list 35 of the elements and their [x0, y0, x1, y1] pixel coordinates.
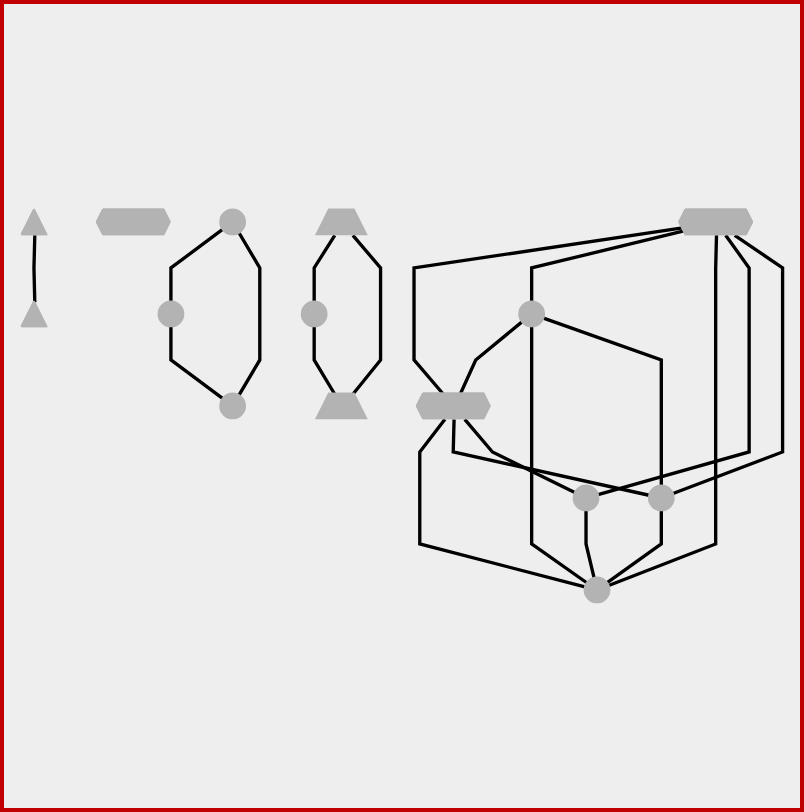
connector — [458, 320, 524, 395]
graph-node — [415, 392, 491, 420]
connector — [529, 326, 588, 585]
connector — [597, 234, 751, 497]
graph-node — [314, 392, 368, 420]
graph-node — [583, 576, 611, 604]
connector — [463, 418, 576, 494]
connector — [542, 316, 663, 486]
graph-node — [219, 392, 246, 420]
graph-node — [300, 300, 328, 328]
connector — [584, 510, 596, 579]
graph-node — [20, 300, 48, 328]
connector — [418, 418, 586, 589]
graph-node — [572, 484, 600, 512]
connector — [312, 326, 337, 396]
graph-node — [219, 208, 246, 236]
connector — [169, 228, 224, 302]
connector — [412, 226, 683, 396]
connector — [451, 419, 650, 497]
connector — [606, 510, 663, 585]
graph-node — [647, 484, 675, 512]
graph-node — [314, 208, 368, 236]
graph-node — [678, 208, 754, 236]
connector — [529, 229, 685, 302]
connector — [351, 234, 383, 396]
connector — [312, 234, 337, 302]
graph-node — [20, 208, 48, 236]
graph-node — [157, 300, 185, 328]
connector — [672, 233, 785, 496]
graph-node — [518, 300, 546, 328]
connector — [237, 231, 262, 397]
connector — [608, 235, 719, 588]
graph-node — [95, 208, 171, 236]
connector — [32, 235, 37, 303]
connector — [169, 326, 224, 400]
